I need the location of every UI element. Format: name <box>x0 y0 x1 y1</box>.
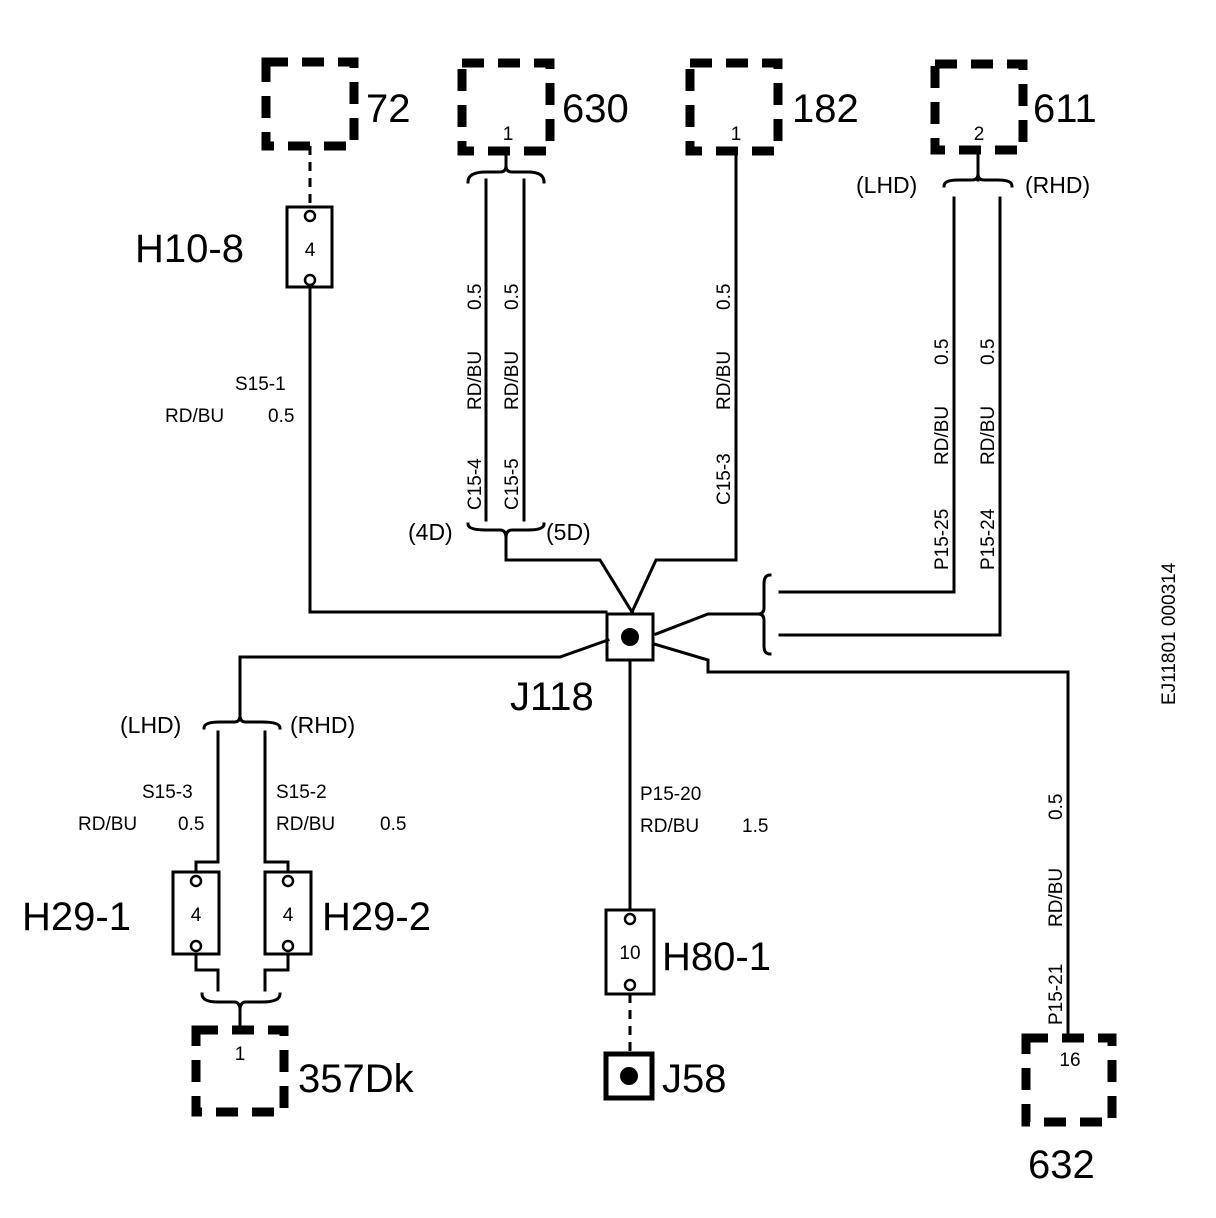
connector-h10-8-pin: 4 <box>305 240 316 261</box>
wire-c15-3-size: 0.5 <box>714 284 735 310</box>
component-182-pin: 1 <box>731 124 742 145</box>
variant-rhd-top: (RHD) <box>1025 172 1090 198</box>
wire-p15-24-label: P15-24 RD/BU 0.5 <box>978 339 999 570</box>
connector-h80-1-pin: 10 <box>619 943 640 964</box>
component-357dk-box <box>191 1025 289 1117</box>
wire-c15-3-label: C15-3 RD/BU 0.5 <box>714 284 735 505</box>
variant-4d: (4D) <box>408 519 453 545</box>
wire-c15-5-label: C15-5 RD/BU 0.5 <box>502 284 523 510</box>
wire-s15-3-size: 0.5 <box>178 814 204 835</box>
component-72-label: 72 <box>366 87 411 131</box>
wire-p15-25-size: 0.5 <box>932 339 953 365</box>
component-632-label: 632 <box>1028 1143 1095 1187</box>
component-611-pin: 2 <box>974 124 985 145</box>
figure-id-label: EJ11801 000314 <box>1159 562 1180 705</box>
connector-h80-1-label: H80-1 <box>662 935 771 979</box>
variant-brace-h29 <box>202 715 282 730</box>
wire-p15-21-id: P15-21 <box>1046 964 1067 1025</box>
variant-brace-right <box>757 573 772 656</box>
wire-p15-25-id: P15-25 <box>932 509 953 570</box>
component-630-pin: 1 <box>503 124 514 145</box>
wire-p15-20-size: 1.5 <box>742 816 768 837</box>
wire-s15-1-color: RD/BU <box>165 406 224 427</box>
wire-c15-3 <box>630 149 738 614</box>
wire-s15-3-id: S15-3 <box>142 782 193 803</box>
wire-p15-20-color: RD/BU <box>640 816 699 837</box>
wire-c15-5-size: 0.5 <box>502 284 523 310</box>
connector-h29-1-hole-top <box>189 874 203 888</box>
wire-p15-25 <box>778 196 956 594</box>
connector-h29-2-hole-bottom <box>281 939 295 953</box>
wire-p15-21-label: P15-21 RD/BU 0.5 <box>1046 794 1067 1025</box>
wire-s15-2-color: RD/BU <box>276 814 335 835</box>
connector-h10-8-hole-top <box>303 209 317 223</box>
wire-c15-3-color: RD/BU <box>714 351 735 410</box>
wire-p15-24-25-to-j118 <box>654 612 760 636</box>
connector-h10-8-hole-bottom <box>303 273 317 287</box>
figure-id: EJ11801 000314 <box>1159 562 1180 705</box>
variant-brace-630 <box>466 165 546 184</box>
wire-p15-24-color: RD/BU <box>978 406 999 465</box>
wire-p15-21-color: RD/BU <box>1046 868 1067 927</box>
splice-j118-dot <box>621 628 639 646</box>
component-632-box <box>1021 1033 1117 1127</box>
wire-c15-5-color: RD/BU <box>502 351 523 410</box>
connector-h29-1-hole-bottom <box>189 939 203 953</box>
wire-p15-25-color: RD/BU <box>932 406 953 465</box>
connector-h29-1-label: H29-1 <box>22 895 131 939</box>
ground-j58-label: J58 <box>662 1057 727 1101</box>
wire-p15-20-id: P15-20 <box>640 784 701 805</box>
wire-c15-4-size: 0.5 <box>465 284 486 310</box>
connector-h80-1-hole-top <box>623 912 637 926</box>
variant-5d: (5D) <box>546 519 591 545</box>
variant-lhd-top: (LHD) <box>856 172 917 198</box>
variant-brace-4d-5d <box>466 522 546 539</box>
component-357dk-label: 357Dk <box>298 1057 415 1101</box>
wire-p15-24-size: 0.5 <box>978 339 999 365</box>
component-632-pin: 16 <box>1059 1050 1080 1071</box>
wire-s15-3 <box>194 730 220 874</box>
wire-s15-1-size: 0.5 <box>268 406 294 427</box>
wire-p15-24-id: P15-24 <box>978 508 999 570</box>
wire-s15-2 <box>263 730 290 874</box>
wire-p15-21-size: 0.5 <box>1046 794 1067 820</box>
component-630-label: 630 <box>562 87 629 131</box>
connector-h10-8-label: H10-8 <box>135 227 244 271</box>
wire-c15-5-id: C15-5 <box>502 458 523 510</box>
wire-j118-to-h29 <box>238 638 610 720</box>
connector-h80-1-hole-bottom <box>623 978 637 992</box>
wire-h29-2-out <box>263 952 290 992</box>
wire-p15-21 <box>652 642 1070 1038</box>
wire-c15-4-id: C15-4 <box>465 458 486 510</box>
wire-h29-1-out <box>194 952 220 992</box>
variant-lhd-left: (LHD) <box>120 712 181 738</box>
component-182-box <box>685 58 783 156</box>
connector-h29-2-pin: 4 <box>283 905 294 926</box>
connector-h29-2-hole-top <box>281 874 295 888</box>
component-357dk-pin: 1 <box>235 1044 246 1065</box>
wire-s15-1-id: S15-1 <box>235 374 286 395</box>
ground-j58-dot <box>620 1067 638 1085</box>
variant-brace-357 <box>200 992 282 1011</box>
connector-h29-1-pin: 4 <box>191 905 202 926</box>
variant-rhd-left: (RHD) <box>290 712 355 738</box>
splice-j118-label: J118 <box>510 675 594 719</box>
wire-s15-2-id: S15-2 <box>276 782 327 803</box>
wire-s15-2-size: 0.5 <box>380 814 406 835</box>
wire-c15-4-color: RD/BU <box>465 351 486 410</box>
wire-p15-25-label: P15-25 RD/BU 0.5 <box>932 339 953 570</box>
component-182-label: 182 <box>792 87 859 131</box>
connector-h29-2-label: H29-2 <box>322 895 431 939</box>
wire-p15-24 <box>778 196 1002 637</box>
wire-s15-1 <box>308 284 608 614</box>
wire-c15-3-id: C15-3 <box>714 453 735 505</box>
component-72-box <box>261 57 359 151</box>
variant-brace-611 <box>942 173 1014 188</box>
component-611-label: 611 <box>1033 87 1097 131</box>
wire-4d5d-to-j118 <box>504 536 635 615</box>
wire-c15-4-label: C15-4 RD/BU 0.5 <box>465 284 486 510</box>
wire-s15-3-color: RD/BU <box>78 814 137 835</box>
